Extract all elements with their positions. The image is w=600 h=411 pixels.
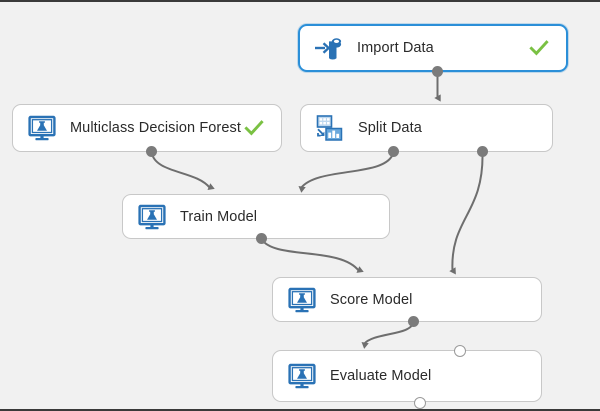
node-split-data[interactable]: Split Data xyxy=(300,104,553,152)
node-evaluate-model[interactable]: Evaluate Model xyxy=(272,350,542,402)
edge-split-to-train xyxy=(298,151,395,193)
port-evaluate-in-right[interactable] xyxy=(454,345,466,357)
port-split-data-out-2[interactable] xyxy=(477,146,488,157)
port-split-data-out-1[interactable] xyxy=(388,146,399,157)
node-label: Evaluate Model xyxy=(330,368,432,384)
model-monitor-icon xyxy=(288,363,316,389)
port-evaluate-out[interactable] xyxy=(414,397,426,409)
node-import-data[interactable]: Import Data xyxy=(298,24,568,72)
edge-mdf-to-train xyxy=(150,151,215,190)
node-score-model[interactable]: Score Model xyxy=(272,277,542,322)
port-score-model-out[interactable] xyxy=(408,316,419,327)
node-label: Score Model xyxy=(330,291,413,308)
node-label: Train Model xyxy=(180,208,258,225)
model-monitor-icon xyxy=(138,204,166,229)
model-monitor-icon xyxy=(28,115,56,141)
edge-train-to-score xyxy=(260,238,364,273)
port-train-model-out[interactable] xyxy=(256,233,267,244)
node-label: Split Data xyxy=(358,120,422,136)
check-icon xyxy=(529,40,549,56)
node-label: Multiclass Decision Forest xyxy=(70,120,242,136)
node-multiclass-decision-forest[interactable]: Multiclass Decision Forest xyxy=(12,104,282,152)
node-label: Import Data xyxy=(357,40,434,56)
edge-score-to-evaluate xyxy=(361,321,415,349)
port-import-data-out[interactable] xyxy=(432,66,443,77)
split-data-icon xyxy=(316,115,343,141)
edge-split-to-score xyxy=(449,151,484,275)
port-mdf-out[interactable] xyxy=(146,146,157,157)
check-icon xyxy=(244,120,264,136)
node-train-model[interactable]: Train Model xyxy=(122,194,390,239)
model-monitor-icon xyxy=(288,287,316,312)
database-import-icon xyxy=(315,38,342,60)
